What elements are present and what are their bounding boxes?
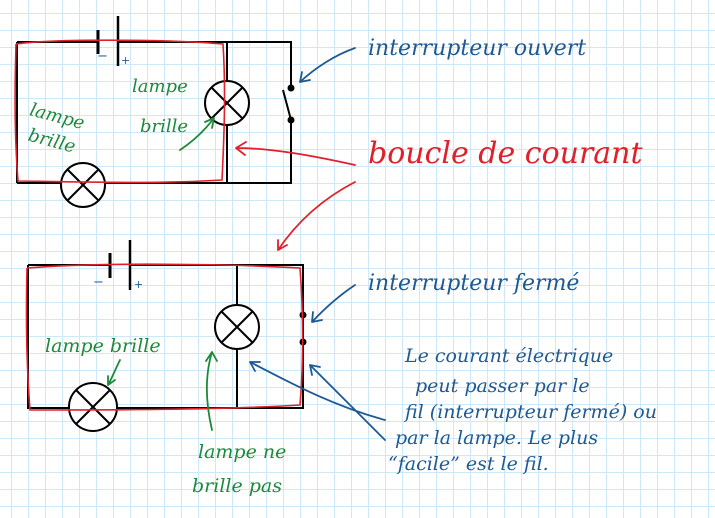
arrow-wire [309,364,386,441]
lamp-bottom [68,382,118,432]
arrow-lamp-on-2 [179,117,215,151]
battery-minus-label: − [93,275,104,290]
arrow-switch-closed [311,284,356,323]
lamp-bottom [60,162,106,208]
arrows [107,47,386,441]
battery-plus-label: + [121,54,130,67]
arrow-loop-1 [235,141,356,166]
battery-plus-label: + [134,278,143,291]
explanation-text: Le courant électrique peut passer par le… [388,345,663,475]
current-loop-2 [25,263,304,411]
arrow-lamp-middle [249,361,386,421]
circuit-1 [16,16,295,208]
current-loop-1 [14,39,226,184]
arrow-lamp-on-3 [107,359,121,386]
wire [16,41,292,184]
lamp-on-label-1: lampebrille [21,99,87,158]
arrow-switch-open [299,47,356,83]
lamp-middle [214,304,260,350]
switch-open-label: interrupteur ouvert [368,36,586,61]
open-switch [282,84,295,124]
arrow-loop-2 [277,181,356,251]
lamp-top [204,80,250,126]
switch-closed-label: interrupteur fermé [368,271,579,296]
current-loop-label: boucle de courant [368,136,644,171]
lamp-on-label-3: lampe brille [45,335,161,357]
arrow-lamp-off [205,351,218,431]
battery-minus-label: − [97,49,108,64]
